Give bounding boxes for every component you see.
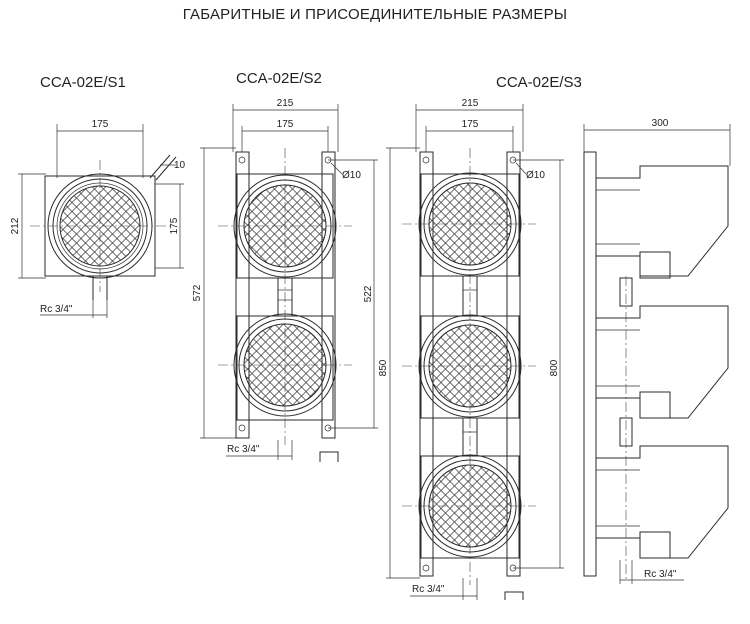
- s3-hole-dim: Ø10: [526, 170, 545, 181]
- s2-front-view: [218, 148, 352, 462]
- s2-dimensions: 215 175 Ø10 572 522 Rc 3/4": [192, 98, 378, 460]
- s2-thread-dim: Rc 3/4": [227, 444, 260, 455]
- s3-dimensions: 215 175 Ø10 850 800 Rc 3/4": [378, 98, 564, 600]
- side-depth-dim: 300: [652, 118, 669, 129]
- drawing-title: ГАБАРИТНЫЕ И ПРИСОЕДИНИТЕЛЬНЫЕ РАЗМЕРЫ: [182, 6, 568, 23]
- s3-height-dim: 850: [378, 359, 389, 376]
- side-thread-dim: Rc 3/4": [644, 569, 677, 580]
- s3-outer-dim: 215: [462, 98, 479, 109]
- model-label-s2: CCA-02E/S2: [236, 70, 322, 87]
- model-label-s1: CCA-02E/S1: [40, 74, 126, 91]
- model-label-s3: CCA-02E/S3: [496, 74, 582, 91]
- s2-pitch-dim: 522: [363, 285, 374, 302]
- s1-depth-dim: 175: [169, 217, 180, 234]
- s1-width-dim: 175: [92, 119, 109, 130]
- s1-height-dim: 212: [10, 217, 21, 234]
- s2-hole-dim: Ø10: [342, 170, 361, 181]
- s3-pitch-dim: 800: [549, 359, 560, 376]
- s1-front-view: [30, 154, 177, 300]
- s3-inner-dim: 175: [462, 119, 479, 130]
- side-dimensions: 300 Rc 3/4": [583, 118, 731, 584]
- s2-inner-dim: 175: [277, 119, 294, 130]
- side-view: [583, 151, 729, 580]
- s3-front-view: [402, 148, 536, 600]
- s1-tilt-dim: 10: [174, 160, 186, 171]
- s2-outer-dim: 215: [277, 98, 294, 109]
- s1-dimensions: 175 212 175 10 Rc 3/4": [10, 119, 186, 318]
- s3-thread-dim: Rc 3/4": [412, 584, 445, 595]
- s2-height-dim: 572: [192, 284, 203, 301]
- s1-thread-dim: Rc 3/4": [40, 304, 73, 315]
